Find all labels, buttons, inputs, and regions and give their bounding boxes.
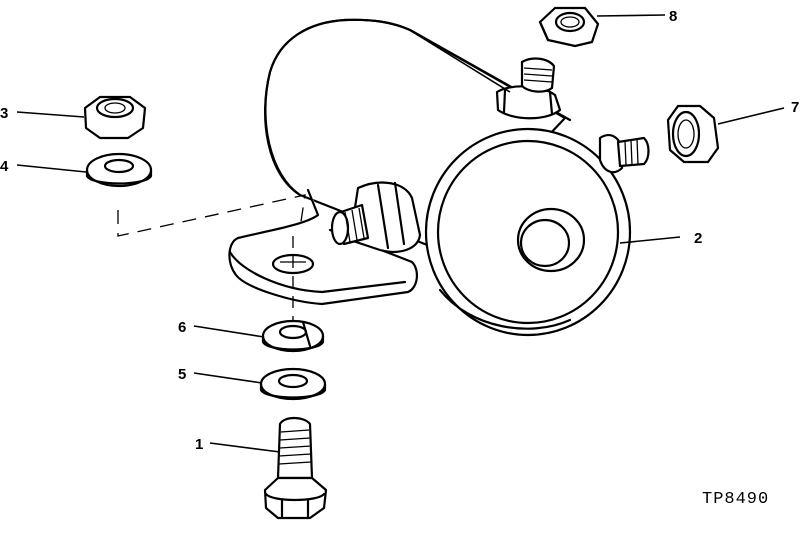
nut-8 — [538, 6, 600, 48]
assembly-dash-line — [117, 194, 306, 237]
large-terminal-stud — [330, 181, 422, 253]
callout-8: 8 — [669, 8, 677, 25]
callout-1: 1 — [195, 436, 203, 453]
top-terminal-stud — [495, 57, 562, 120]
callout-2: 2 — [694, 230, 702, 247]
nut-3 — [83, 95, 147, 140]
lock-washer-6 — [261, 319, 325, 353]
callout-7: 7 — [791, 99, 799, 116]
side-terminal-stud — [598, 134, 650, 174]
callout-3: 3 — [0, 105, 8, 122]
callout-6: 6 — [178, 319, 186, 336]
callout-5: 5 — [178, 366, 186, 383]
washer-5 — [259, 367, 327, 401]
leader-lines — [16, 14, 785, 453]
callout-4: 4 — [0, 158, 9, 175]
nut-7 — [666, 104, 720, 164]
solenoid-body — [117, 18, 650, 337]
figure-id: TP8490 — [702, 490, 769, 509]
washer-4 — [85, 152, 153, 188]
cap-screw-1 — [263, 416, 328, 520]
